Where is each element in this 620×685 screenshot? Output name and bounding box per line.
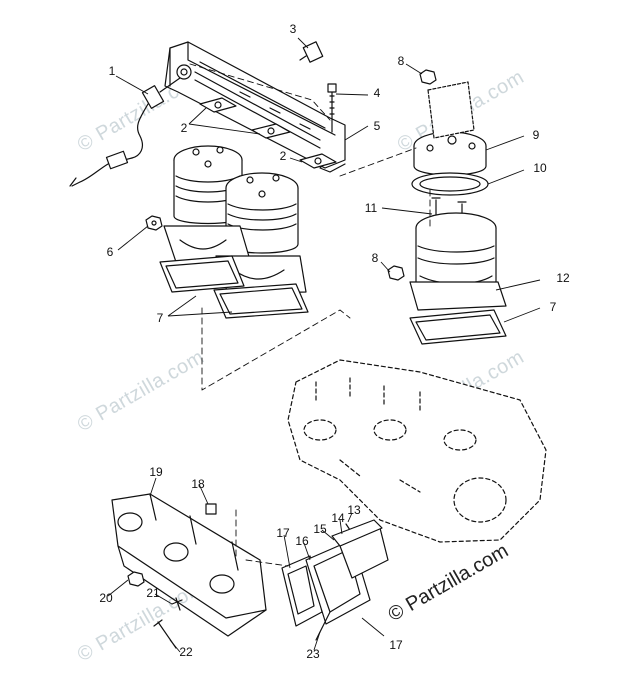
callout-15: 15: [313, 522, 327, 536]
nut-8-lower: [387, 265, 405, 281]
intake-manifold: [111, 493, 267, 637]
callout-4: 4: [373, 86, 381, 100]
callout-3: 3: [289, 22, 297, 36]
callout-6: 6: [106, 245, 114, 259]
callout-2: 2: [180, 121, 188, 135]
cylinder-right: [409, 212, 507, 311]
callout-22: 22: [179, 645, 193, 659]
callout-18: 18: [191, 477, 205, 491]
sensor-cable: [69, 77, 181, 187]
base-gasket-right: [409, 309, 507, 345]
callout-12: 12: [556, 271, 570, 285]
reed-small-parts: [331, 519, 383, 547]
callout-1: 1: [108, 64, 116, 78]
cylinder-head-right: [413, 81, 487, 176]
callout-16: 16: [295, 534, 309, 548]
leader-lines: [107, 37, 541, 653]
callout-20: 20: [99, 591, 113, 605]
nut-6: [145, 215, 163, 231]
callout-8: 8: [397, 54, 405, 68]
callout-2: 2: [279, 149, 287, 163]
callout-23: 23: [306, 647, 320, 661]
reed-valve: [281, 527, 389, 641]
fastener-21: [171, 597, 183, 611]
callout-9: 9: [532, 128, 540, 142]
crankcase: [287, 359, 547, 543]
callout-17: 17: [389, 638, 403, 652]
callout-5: 5: [373, 119, 381, 133]
callout-11: 11: [364, 201, 378, 215]
plug: [299, 41, 324, 63]
fastener-20: [127, 571, 145, 587]
fastener-18: [205, 503, 217, 515]
callout-7: 7: [156, 311, 164, 325]
callout-17: 17: [276, 526, 290, 540]
callout-13: 13: [347, 503, 361, 517]
callout-21: 21: [146, 586, 160, 600]
head-gasket: [411, 172, 489, 196]
callout-10: 10: [533, 161, 547, 175]
alignment-lines: [189, 63, 431, 567]
callout-8: 8: [371, 251, 379, 265]
gaskets-small: [199, 97, 337, 169]
nut-8-top: [419, 69, 437, 85]
callout-7: 7: [549, 300, 557, 314]
callout-19: 19: [149, 465, 163, 479]
base-gaskets-left: [159, 255, 309, 319]
bolt-long: [327, 83, 337, 133]
callout-14: 14: [331, 511, 345, 525]
manifold-rail: [164, 41, 346, 173]
